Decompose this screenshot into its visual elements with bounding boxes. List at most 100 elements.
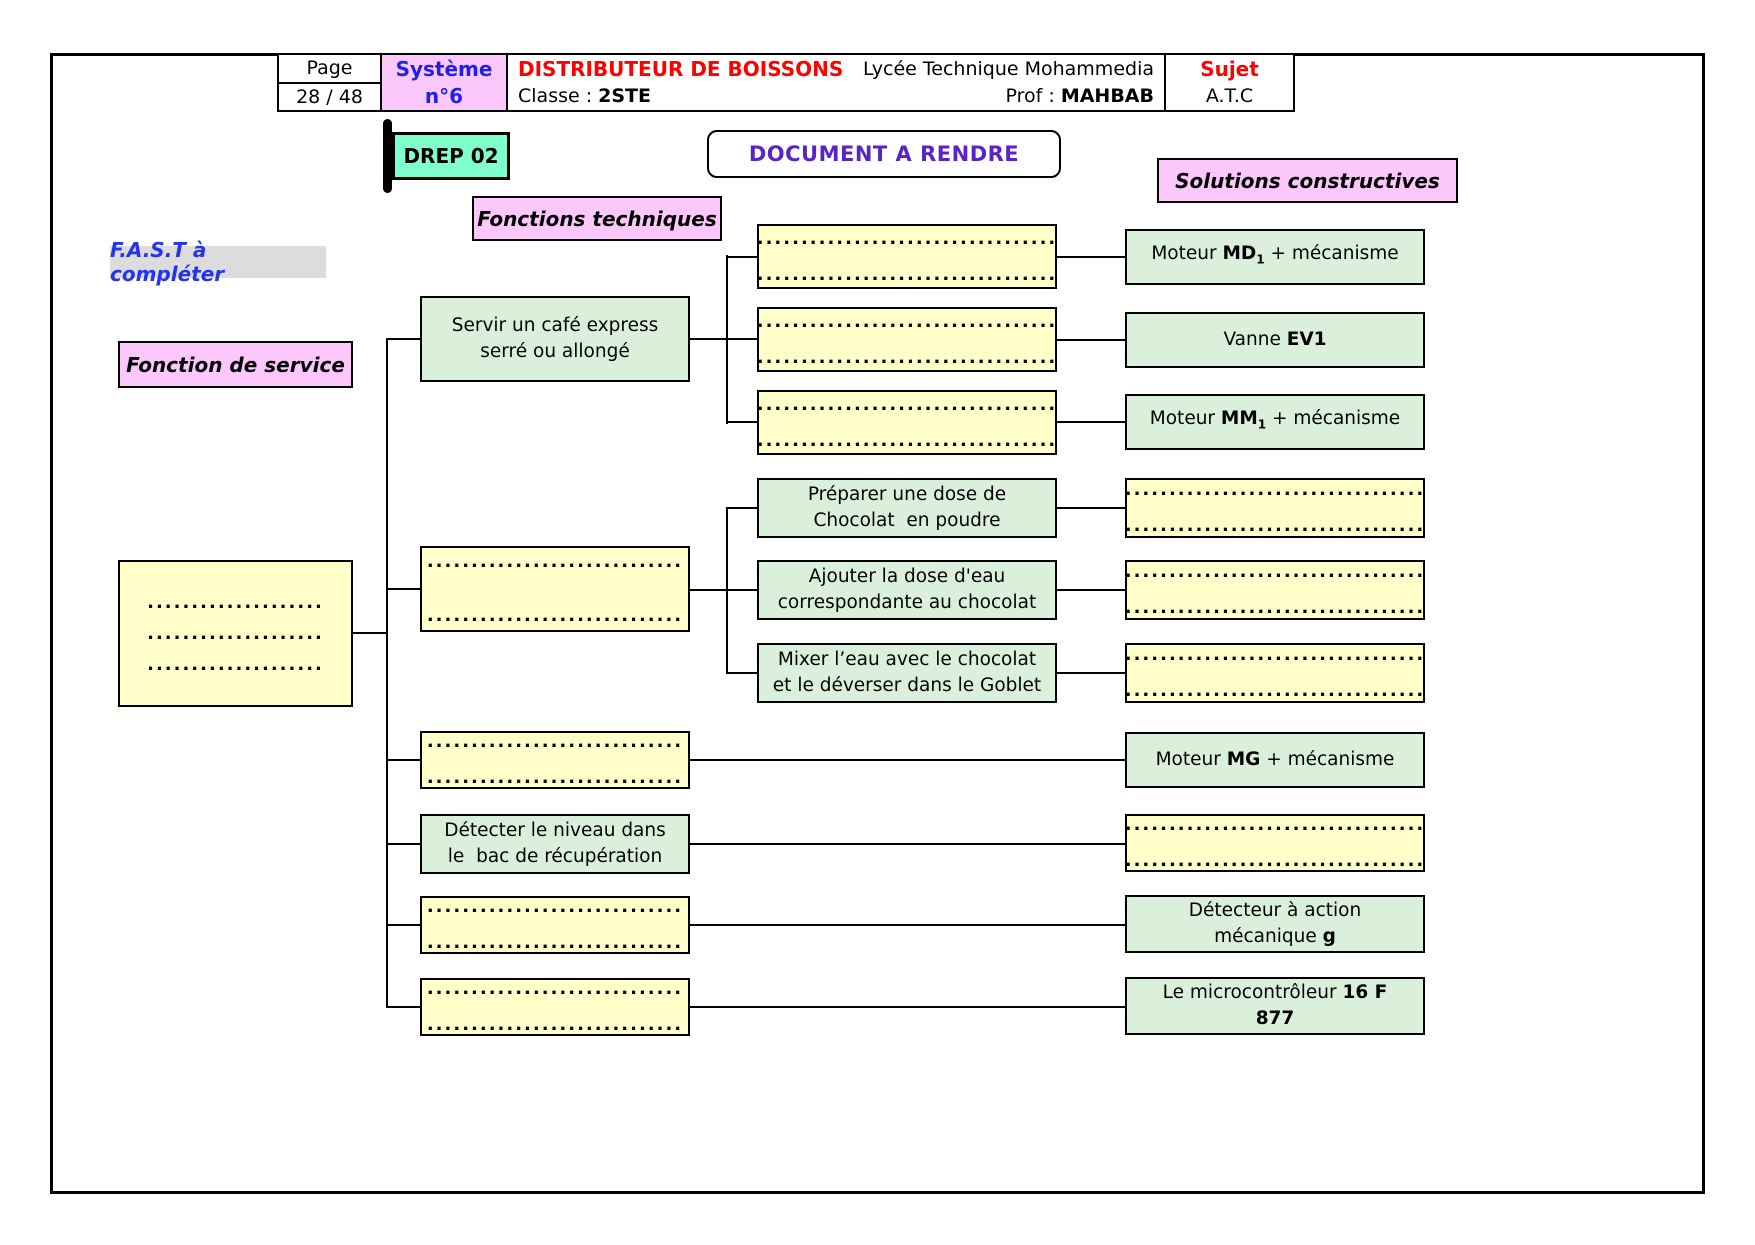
text-segment: Moteur [1155, 749, 1227, 770]
text-segment: MD [1222, 243, 1257, 265]
sol-moteur-mg-box: Moteur MG + mécanisme [1125, 732, 1425, 788]
class-label: Classe : [518, 85, 599, 108]
sf-ajouter-eau-box: Ajouter la dose d'eau correspondante au … [757, 560, 1057, 620]
dotted-line: ............................. [426, 896, 684, 917]
text-segment: MM [1220, 408, 1258, 430]
connector-eau-sol [1055, 589, 1125, 591]
sol-placeholder-4-box: .................................. .....… [1125, 478, 1425, 538]
sf-placeholder-1-box: .................................. .....… [757, 224, 1057, 289]
class-value: 2STE [598, 85, 651, 108]
sol-moteur-md1-box: Moteur MD1 + mécanisme [1125, 229, 1425, 285]
box-line: Vanne EV1 [1223, 327, 1326, 353]
fonctions-techniques-label-box: Fonctions techniques [472, 196, 722, 241]
dotted-line: .................... [147, 623, 324, 644]
sf-mixer-eau-box: Mixer l’eau avec le chocolat et le déver… [757, 643, 1057, 703]
connector-trunk-row4 [386, 843, 422, 845]
box-line: Servir un café express [451, 315, 659, 336]
connector-trunk-row5 [386, 924, 422, 926]
connector-tf6-sol [688, 1006, 1127, 1008]
box-line: Moteur MG + mécanisme [1156, 747, 1395, 773]
dotted-line: ............................. [426, 978, 684, 999]
dotted-line: ............................. [426, 605, 684, 626]
connector-branch-b2 [688, 589, 757, 591]
text-segment: MG [1226, 749, 1261, 770]
dotted-line: .................................. [1124, 597, 1426, 618]
document-a-rendre-box: DOCUMENT A RENDRE [707, 130, 1061, 178]
sf-placeholder-3-box: .................................. .....… [757, 390, 1057, 455]
dotted-line: .................................. [1124, 515, 1426, 536]
dotted-line: .................................. [1124, 680, 1426, 701]
service-function-placeholder-box: .................... ...................… [118, 560, 353, 707]
dotted-line: ............................. [426, 1014, 684, 1035]
text-segment: + mécanisme [1260, 749, 1395, 770]
sol-vanne-ev1-box: Vanne EV1 [1125, 312, 1425, 368]
tf-servir-cafe-box: Servir un café express serré ou allongé [420, 296, 690, 382]
text-segment: + mécanisme [1264, 243, 1399, 265]
dotted-line: ............................. [426, 731, 684, 752]
prof-value: MAHBAB [1060, 85, 1154, 108]
dotted-line: ............................. [426, 932, 684, 953]
text-segment: mécanique [1214, 926, 1323, 947]
sol-placeholder-8-box: .................................. .....… [1125, 814, 1425, 872]
fast-note: F.A.S.T à compléter [110, 238, 326, 286]
text-segment: 16 F [1342, 982, 1388, 1003]
box-line: serré ou allongé [480, 341, 630, 362]
header-cell-title: DISTRIBUTEUR DE BOISSONS Lycée Technique… [506, 53, 1166, 112]
school-name: Lycée Technique Mohammedia [862, 57, 1154, 80]
connector-trunk [386, 338, 388, 1008]
dotted-line: .................................. [756, 393, 1058, 415]
tf-detecter-niveau-box: Détecter le niveau dans le bac de récupé… [420, 814, 690, 874]
connector-prep-sol [1055, 507, 1125, 509]
connector-service-to-trunk [351, 632, 388, 634]
dotted-line: .................................. [756, 263, 1058, 285]
text-segment: + mécanisme [1266, 408, 1401, 430]
box-line: Ajouter la dose d'eau [808, 566, 1006, 587]
system-number: n°6 [424, 84, 464, 109]
prof-info: Prof : MAHBAB [1006, 85, 1155, 107]
connector-trunk-row3 [386, 759, 422, 761]
connector-sf2-sol [1055, 339, 1125, 341]
dotted-line: .................... [147, 654, 324, 675]
dotted-line: .................... [147, 592, 324, 613]
connector-tf4-sol [688, 843, 1127, 845]
sf-placeholder-2-box: .................................. .....… [757, 307, 1057, 372]
header-cell-page: Page 28 / 48 [277, 53, 382, 112]
box-line: Détecter le niveau dans [444, 820, 666, 841]
connector-branch-a1 [726, 256, 757, 258]
sol-placeholder-5-box: .................................. .....… [1125, 560, 1425, 620]
connector-trunk-row2 [386, 588, 422, 590]
text-segment: EV1 [1286, 329, 1327, 350]
dotted-line: ............................. [426, 767, 684, 788]
solutions-constructives-label-box: Solutions constructives [1157, 158, 1458, 203]
sol-microcontroleur-box: Le microcontrôleur 16 F 877 [1125, 977, 1425, 1035]
box-line: Chocolat en poudre [813, 510, 1001, 531]
document-title: DISTRIBUTEUR DE BOISSONS [518, 56, 844, 81]
text-segment: g [1322, 926, 1336, 947]
box-line: Mixer l’eau avec le chocolat [777, 649, 1037, 670]
dotted-line: .................................. [1124, 644, 1426, 665]
connector-mixer-sol [1055, 672, 1125, 674]
sol-moteur-mm1-box: Moteur MM1 + mécanisme [1125, 394, 1425, 450]
connector-tf5-sol [688, 924, 1127, 926]
dotted-line: .................................. [756, 227, 1058, 249]
subscript: 1 [1256, 252, 1265, 267]
subject-label: Sujet [1200, 56, 1259, 81]
box-line: Détecteur à action [1188, 900, 1362, 921]
dotted-line: .................................. [756, 346, 1058, 368]
connector-trunk-row6 [386, 1006, 422, 1008]
box-line: 877 [1255, 1008, 1295, 1029]
dotted-line: .................................. [1124, 814, 1426, 835]
tf-placeholder-6-box: ............................. ..........… [420, 978, 690, 1036]
connector-branch-a2 [688, 338, 757, 340]
dotted-line: ............................. [426, 551, 684, 572]
connector-branch-b3 [726, 672, 757, 674]
box-line: Moteur MM1 + mécanisme [1150, 406, 1400, 438]
dotted-line: .................................. [1124, 561, 1426, 582]
drep-badge: DREP 02 [392, 132, 510, 180]
fonction-de-service-label-box: Fonction de service [118, 341, 353, 388]
box-line: mécanique g [1214, 924, 1336, 950]
text-segment: Moteur [1151, 243, 1223, 265]
dotted-line: .................................. [756, 429, 1058, 451]
tf-placeholder-2-box: ............................. ..........… [420, 546, 690, 632]
tf-placeholder-5-box: ............................. ..........… [420, 896, 690, 954]
